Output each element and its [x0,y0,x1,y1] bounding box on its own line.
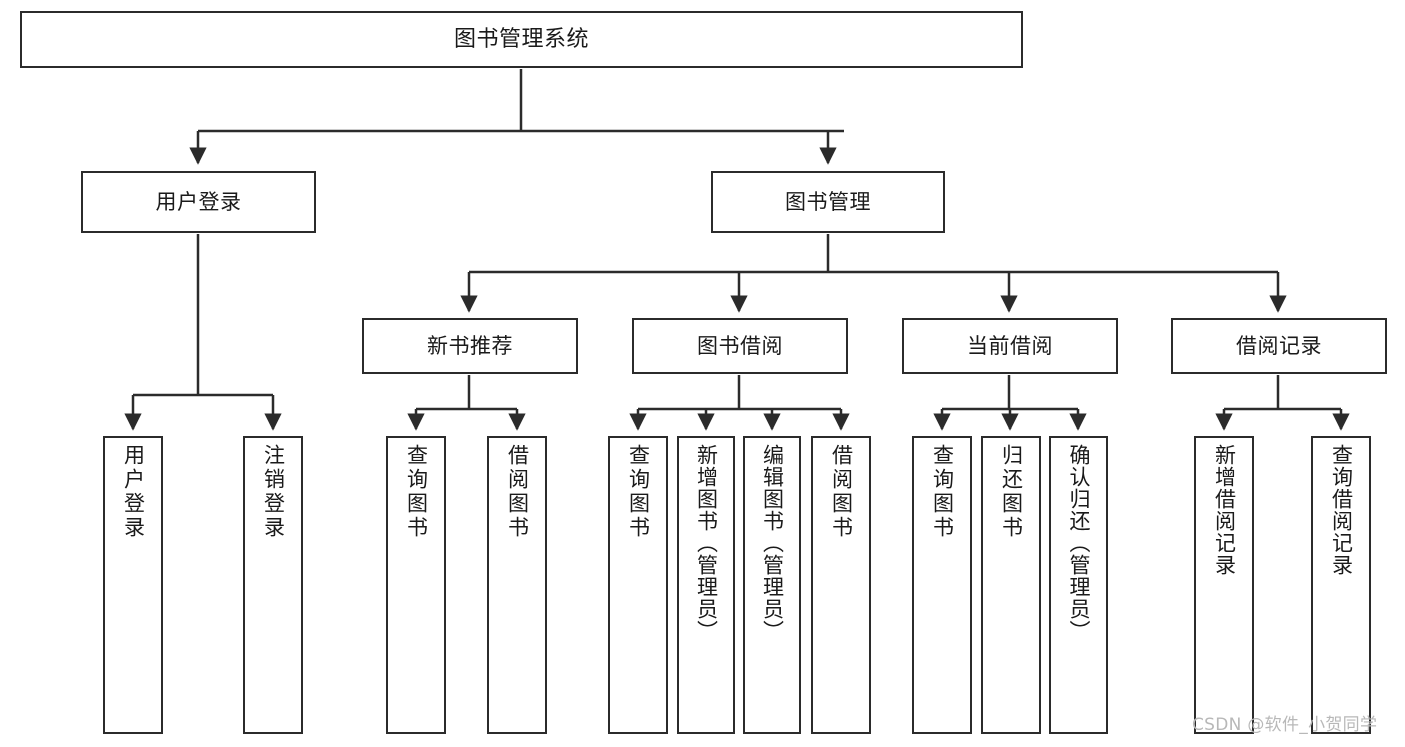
node-label: 借阅图书 [505,444,530,540]
node-label: 查询图书 [930,444,955,540]
leaf-borrow-borrow-book[interactable]: 借阅图书 [811,436,871,734]
node-label: 确认归还（管理员） [1067,444,1091,642]
node-book-management[interactable]: 图书管理 [711,171,945,233]
node-label: 借阅记录 [1236,333,1322,358]
node-root-system[interactable]: 图书管理系统 [20,11,1023,68]
node-label: 当前借阅 [967,333,1053,358]
node-borrow-record[interactable]: 借阅记录 [1171,318,1387,374]
node-label: 图书管理 [785,189,871,214]
node-label: 注销登录 [261,444,286,540]
leaf-new-book-query[interactable]: 查询图书 [386,436,446,734]
node-label: 新增借阅记录 [1212,444,1237,576]
node-label: 新书推荐 [427,333,513,358]
leaf-current-confirm-return-admin[interactable]: 确认归还（管理员） [1049,436,1108,734]
node-label: 新增图书（管理员） [694,444,719,642]
node-label: 用户登录 [121,444,146,540]
leaf-user-login-signout[interactable]: 注销登录 [243,436,303,734]
leaf-borrow-edit-book-admin[interactable]: 编辑图书（管理员） [743,436,801,734]
node-label: 用户登录 [155,189,242,214]
leaf-current-return-book[interactable]: 归还图书 [981,436,1041,734]
leaf-record-add[interactable]: 新增借阅记录 [1194,436,1254,734]
node-book-borrow[interactable]: 图书借阅 [632,318,848,374]
node-label: 查询图书 [626,444,651,540]
leaf-borrow-add-book-admin[interactable]: 新增图书（管理员） [677,436,735,734]
leaf-new-book-borrow[interactable]: 借阅图书 [487,436,547,734]
node-label: 查询图书 [404,444,429,540]
leaf-current-query-book[interactable]: 查询图书 [912,436,972,734]
node-label: 编辑图书（管理员） [760,444,785,642]
leaf-record-query[interactable]: 查询借阅记录 [1311,436,1371,734]
node-user-login[interactable]: 用户登录 [81,171,316,233]
leaf-user-login-signin[interactable]: 用户登录 [103,436,163,734]
node-label: 图书管理系统 [453,26,589,52]
node-new-book-recommend[interactable]: 新书推荐 [362,318,578,374]
node-current-borrow[interactable]: 当前借阅 [902,318,1118,374]
node-label: 查询借阅记录 [1329,444,1354,576]
node-label: 图书借阅 [697,333,783,358]
node-label: 归还图书 [999,444,1024,540]
node-label: 借阅图书 [829,444,854,540]
leaf-borrow-query-book[interactable]: 查询图书 [608,436,668,734]
